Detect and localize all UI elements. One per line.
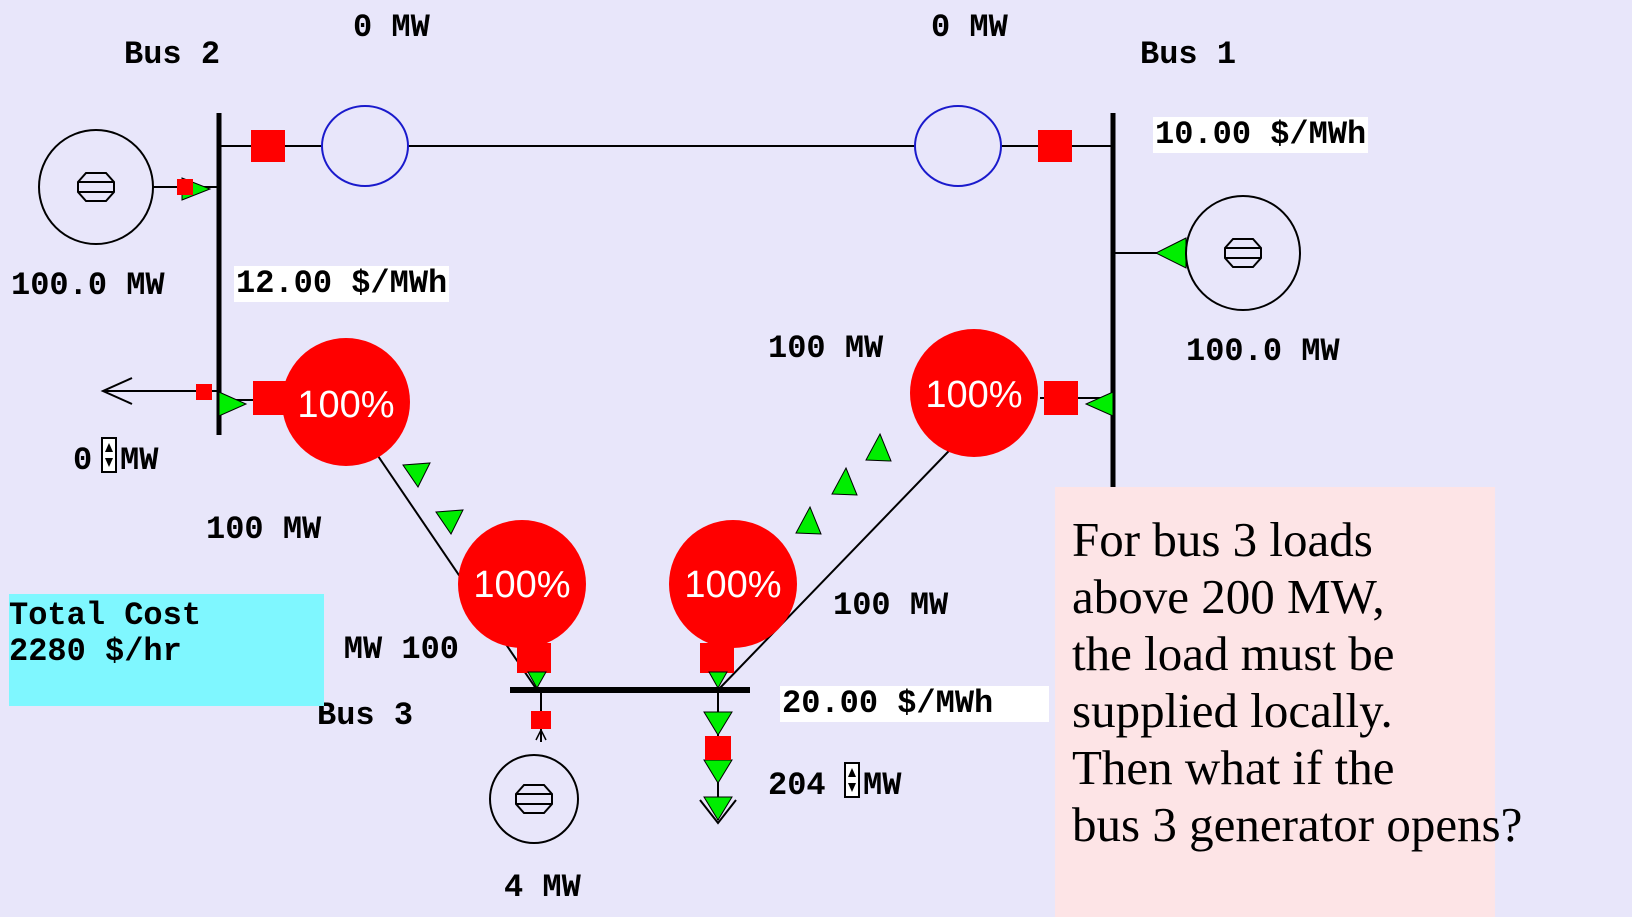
- load-bus2-value: 0: [73, 442, 93, 479]
- breaker-line23-bus2[interactable]: [253, 381, 287, 415]
- flow-top-right-label: 0 MW: [931, 9, 1008, 46]
- diagram-canvas: 100% 100% 100% 100%: [38, 105, 1301, 844]
- flow-line13-lower: 100 MW: [833, 587, 949, 624]
- gen-bus1-mw: 100.0 MW: [1186, 333, 1340, 370]
- flow-arrow-icon: [703, 711, 733, 736]
- flow-line23-upper: 100 MW: [206, 511, 322, 548]
- flow-arrow-icon: [703, 759, 733, 784]
- generator-bus1[interactable]: [1185, 195, 1301, 311]
- transformer-left-icon: [321, 105, 409, 187]
- flow-top-left-label: 0 MW: [353, 9, 430, 46]
- generator-bus1-icon: [1224, 238, 1262, 268]
- breaker-gen-bus2[interactable]: [177, 179, 193, 195]
- bus-1-label: Bus 1: [1140, 36, 1237, 73]
- load-bus3-value: 204: [768, 767, 826, 804]
- flow-arrow-icon: [218, 391, 248, 417]
- price-bus1: 10.00 $/MWh: [1153, 116, 1369, 153]
- generator-bus2[interactable]: [38, 129, 154, 245]
- load-bus2-spinner[interactable]: [101, 437, 117, 473]
- flow-arrow-icon: [1084, 391, 1114, 417]
- loading-pct-line13-bus3: 100%: [684, 564, 781, 606]
- breaker-load-bus2[interactable]: [196, 384, 212, 400]
- load-bus2-unit: MW: [120, 442, 159, 479]
- loading-pct-line23-bus3: 100%: [473, 564, 570, 606]
- breaker-line13-bus3[interactable]: [700, 643, 734, 673]
- flow-arrow-icon: [865, 432, 892, 462]
- load-bus3-spinner[interactable]: [844, 762, 860, 798]
- load-bus2-arrow-icon: [100, 377, 133, 405]
- price-bus3: 20.00 $/MWh: [780, 686, 1049, 722]
- flow-arrow-icon: [527, 671, 547, 690]
- flow-arrow-icon: [708, 671, 728, 690]
- load-bus3-unit: MW: [863, 767, 902, 804]
- loading-pct-line23-bus2: 100%: [297, 384, 394, 426]
- flow-line13-upper: 100 MW: [768, 330, 884, 367]
- loading-pie-line23-bus3[interactable]: [458, 520, 586, 648]
- breaker-line23-bus3[interactable]: [517, 643, 551, 673]
- flow-line23-lower: 100 MW: [343, 631, 459, 668]
- flow-arrow-icon: [402, 462, 431, 488]
- flow-arrow-icon: [703, 796, 733, 821]
- breaker-gen-bus3[interactable]: [531, 711, 551, 729]
- loading-pct-line13-bus1: 100%: [925, 374, 1022, 416]
- bus-3-label: Bus 3: [317, 697, 414, 734]
- load-bus3-arrow-icon: [699, 799, 737, 825]
- breaker-line12-bus1[interactable]: [1038, 130, 1072, 162]
- breaker-load-bus3[interactable]: [705, 736, 731, 760]
- total-cost-value: 2280 $/hr: [9, 633, 182, 670]
- breaker-line13-bus1[interactable]: [1044, 381, 1078, 415]
- flow-arrow-icon: [795, 505, 822, 535]
- one-line-diagram: 100% 100% 100% 100% Bu: [9, 9, 1523, 917]
- note-box: For bus 3 loads above 200 MW, the load m…: [1055, 487, 1522, 917]
- loading-pie-line13-bus1[interactable]: [910, 329, 1038, 457]
- gen-bus3-mw: 4 MW: [504, 869, 581, 906]
- generator-bus3-icon: [515, 784, 553, 814]
- flow-arrow-icon: [1154, 237, 1187, 269]
- note-text: For bus 3 loads above 200 MW, the load m…: [1072, 512, 1523, 852]
- bus-2-label: Bus 2: [124, 36, 221, 73]
- total-cost-label: Total Cost: [9, 597, 202, 634]
- flow-arrow-icon: [831, 466, 858, 496]
- loading-pie-line13-bus3[interactable]: [669, 520, 797, 648]
- transformer-right-icon: [914, 105, 1002, 187]
- total-cost-box: Total Cost 2280 $/hr: [9, 594, 324, 706]
- breaker-line12-bus2[interactable]: [251, 130, 285, 162]
- flow-arrow-icon: [435, 509, 464, 535]
- gen-bus3-arrow-icon: [535, 728, 547, 741]
- gen-bus2-mw: 100.0 MW: [11, 267, 165, 304]
- loading-pie-line23-bus2[interactable]: [282, 338, 410, 466]
- price-bus2: 12.00 $/MWh: [234, 265, 450, 302]
- generator-bus3[interactable]: [489, 754, 579, 844]
- generator-bus2-icon: [77, 172, 115, 202]
